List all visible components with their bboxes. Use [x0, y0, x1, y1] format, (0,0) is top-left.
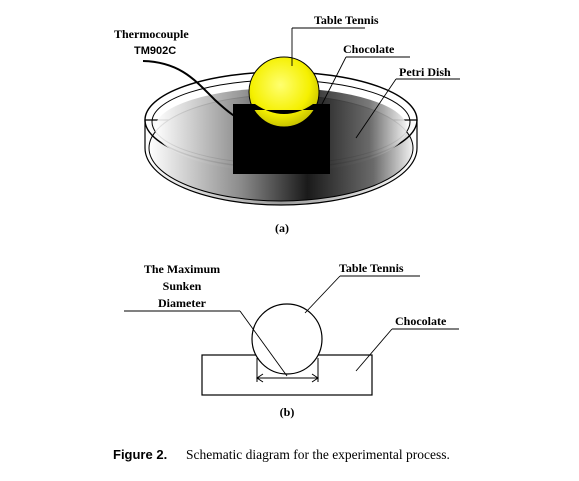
leader-chocolate-b [355, 328, 393, 372]
leader-chocolate-a [317, 56, 347, 113]
sublabel-a: (a) [275, 221, 289, 235]
label-tm902c: TM902C [134, 45, 176, 57]
label-thermocouple: Thermocouple [114, 27, 189, 41]
label-chocolate-b: Chocolate [395, 314, 447, 328]
table-tennis-ball [248, 56, 320, 128]
label-max-line1: The Maximum [144, 262, 220, 276]
label-table-tennis-a: Table Tennis [314, 13, 379, 27]
leader-table-tennis-b [304, 275, 341, 314]
figure-caption: Figure 2. Schematic diagram for the expe… [113, 447, 450, 462]
caption-prefix: Figure 2. [113, 447, 167, 462]
panel-a: Thermocouple TM902C Table Tennis Chocola… [114, 13, 460, 235]
leader-petri-dish [355, 78, 397, 139]
arrowhead-right [311, 373, 319, 383]
thermocouple-wire [142, 60, 249, 125]
label-table-tennis-b: Table Tennis [339, 261, 404, 275]
arrowhead-left [256, 373, 264, 383]
label-max-line3: Diameter [158, 296, 207, 310]
table-tennis-ball-b [251, 303, 323, 375]
label-chocolate-a: Chocolate [343, 42, 395, 56]
label-max-line2: Sunken [163, 279, 202, 293]
caption-text: Schematic diagram for the experimental p… [186, 447, 450, 462]
sublabel-b: (b) [280, 405, 295, 419]
chocolate-top [233, 104, 330, 114]
leader-max-diameter [239, 310, 288, 377]
label-petri-dish: Petri Dish [399, 65, 451, 79]
panel-b: The Maximum Sunken Diameter Table Tennis… [124, 261, 459, 419]
